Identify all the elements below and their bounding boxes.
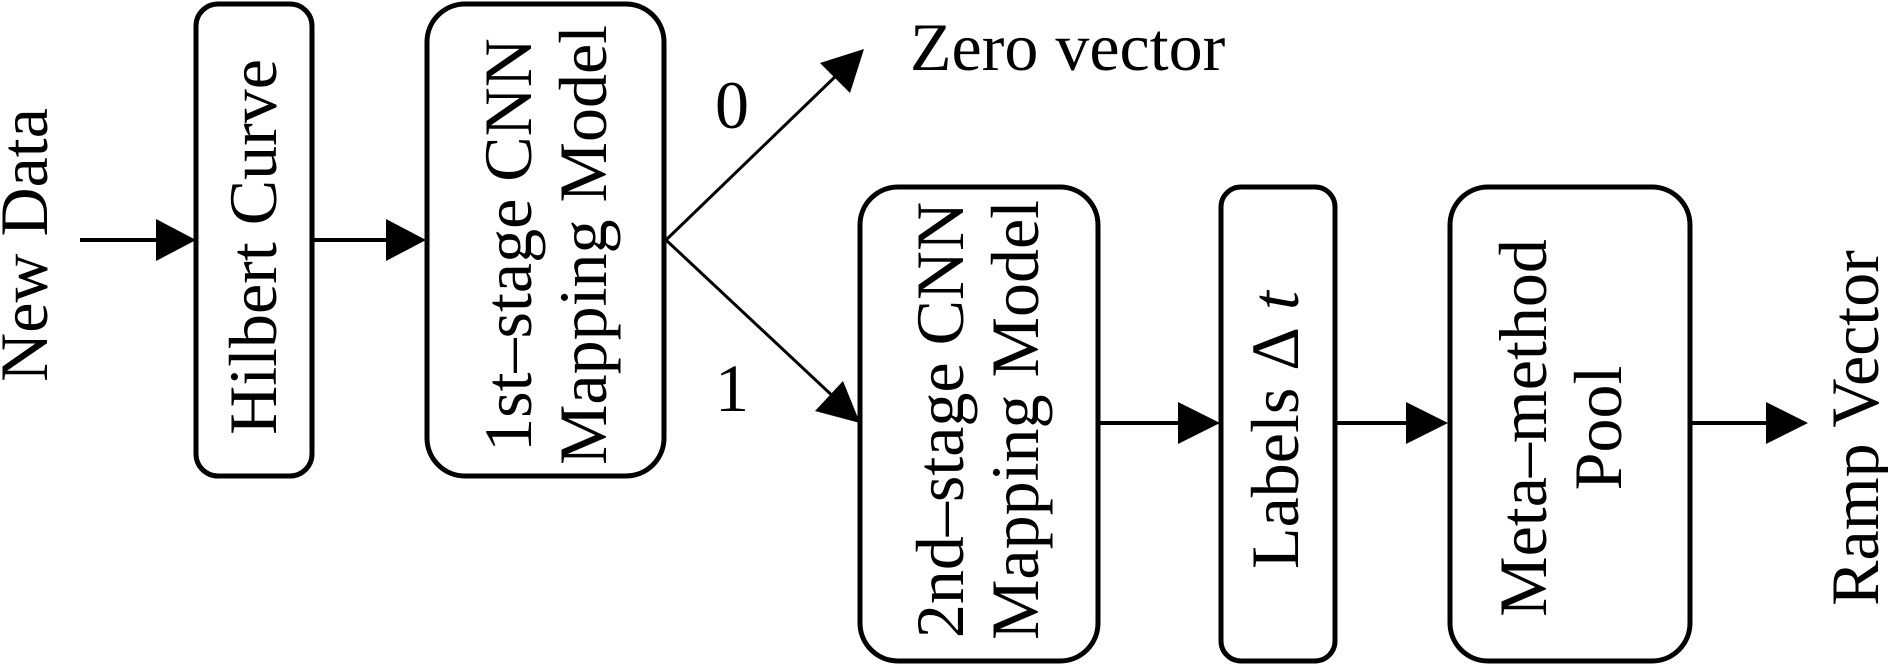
arrow-cnn2-to-labels [1098, 402, 1220, 444]
arrow-cnn1-to-cnn2 [664, 238, 860, 423]
node-hilbert-curve: Hilbert Curve [193, 1, 315, 479]
input-label-new-data: New Data [0, 108, 62, 382]
node-meta-method-pool: Meta–method Pool [1447, 184, 1693, 664]
node-labels-delta-t-label: Labels Δ t [1237, 289, 1313, 569]
arrow-meta-to-output [1690, 402, 1808, 444]
arrow-hilbert-to-cnn1 [312, 219, 426, 261]
node-hilbert-curve-label: Hilbert Curve [215, 59, 291, 435]
node-first-stage-cnn-line1: 1st–stage CNN [470, 38, 546, 452]
arrow-cnn1-to-zero-vector [664, 49, 864, 242]
output-label-ramp-vector: Ramp Vector [1817, 250, 1888, 606]
arrow-input-to-hilbert [80, 219, 196, 261]
node-first-stage-cnn: 1st–stage CNN Mapping Model [424, 1, 667, 479]
node-second-stage-cnn-line1: 2nd–stage CNN [902, 202, 978, 638]
branch-label-zero: 0 [715, 67, 749, 143]
node-second-stage-cnn: 2nd–stage CNN Mapping Model [857, 184, 1101, 664]
node-first-stage-cnn-line2: Mapping Model [545, 25, 621, 465]
delta-symbol: Δ [1237, 327, 1313, 371]
node-labels-delta-t: Labels Δ t [1218, 184, 1338, 664]
arrow-labels-to-meta [1335, 402, 1448, 444]
labels-text: Labels [1237, 371, 1313, 569]
node-meta-method-pool-line2: Pool [1560, 366, 1636, 491]
branch-label-one: 1 [715, 350, 749, 426]
time-variable: t [1237, 289, 1313, 327]
zero-vector-label: Zero vector [910, 9, 1226, 85]
node-meta-method-pool-line1: Meta–method [1485, 239, 1561, 617]
node-second-stage-cnn-line2: Mapping Model [977, 200, 1053, 640]
